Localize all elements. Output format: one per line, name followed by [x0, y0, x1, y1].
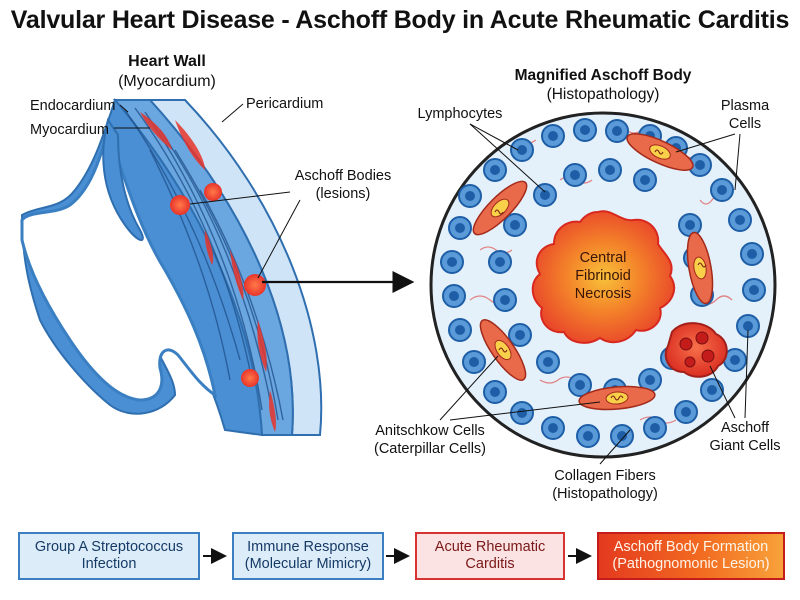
- anitschkow-sublabel: (Caterpillar Cells): [374, 441, 486, 457]
- flow-step-aschoff-formation: Aschoff Body Formation (Pathognomonic Le…: [597, 532, 785, 580]
- collagen-sublabel: (Histopathology): [552, 486, 658, 502]
- flow-step-carditis: Acute Rheumatic Carditis: [415, 532, 565, 580]
- anitschkow-label: Anitschkow Cells: [375, 423, 485, 439]
- flow-step-line1: Aschoff Body Formation: [613, 539, 769, 555]
- aschoff-lesion-dots: [170, 183, 266, 387]
- flow-step-line2: Carditis: [465, 556, 515, 572]
- plasma-cells-label: Plasma: [721, 98, 770, 114]
- flow-step-immune-response: Immune Response (Molecular Mimicry): [232, 532, 384, 580]
- left-leader-lines: [114, 103, 301, 279]
- collagen-label: Collagen Fibers: [554, 468, 656, 484]
- giant-cells-label: Aschoff: [721, 420, 770, 436]
- flow-step-line2: (Molecular Mimicry): [244, 556, 372, 572]
- necrosis-label-3: Necrosis: [575, 286, 631, 302]
- plasma-cells-sublabel: Cells: [729, 116, 761, 132]
- flow-step-line2: (Pathognomonic Lesion): [612, 556, 770, 572]
- lymphocytes-label: Lymphocytes: [418, 106, 503, 122]
- endocardium-label: Endocardium: [30, 98, 115, 114]
- aschoff-giant-cell: [664, 322, 728, 378]
- heart-wall-heading: Heart Wall: [128, 53, 206, 70]
- heart-wall-subheading: (Myocardium): [118, 73, 216, 90]
- magnified-heading: Magnified Aschoff Body: [515, 67, 692, 84]
- flow-step-line1: Group A Streptococcus: [34, 539, 184, 555]
- central-fibrinoid-necrosis: [531, 210, 676, 344]
- page-title: Valvular Heart Disease - Aschoff Body in…: [10, 6, 790, 34]
- magnified-subheading: (Histopathology): [547, 86, 660, 103]
- anitschkow-cells: [472, 133, 714, 411]
- heart-wall-illustration: [20, 97, 323, 437]
- necrosis-label-2: Fibrinoid: [575, 268, 631, 284]
- magnified-aschoff-body: [429, 111, 777, 459]
- flow-step-line2: Infection: [81, 556, 137, 572]
- giant-cells-sublabel: Giant Cells: [710, 438, 781, 454]
- right-leader-lines: [439, 123, 749, 465]
- myocardium-label: Myocardium: [30, 122, 109, 138]
- pericardium-label: Pericardium: [246, 96, 323, 112]
- aschoff-bodies-label: Aschoff Bodies: [295, 168, 391, 184]
- flow-step-line1: Acute Rheumatic: [434, 539, 546, 555]
- flow-step-infection: Group A Streptococcus Infection: [18, 532, 200, 580]
- flow-step-line1: Immune Response: [247, 539, 369, 555]
- necrosis-label-1: Central: [580, 250, 627, 266]
- aschoff-bodies-sublabel: (lesions): [316, 186, 371, 202]
